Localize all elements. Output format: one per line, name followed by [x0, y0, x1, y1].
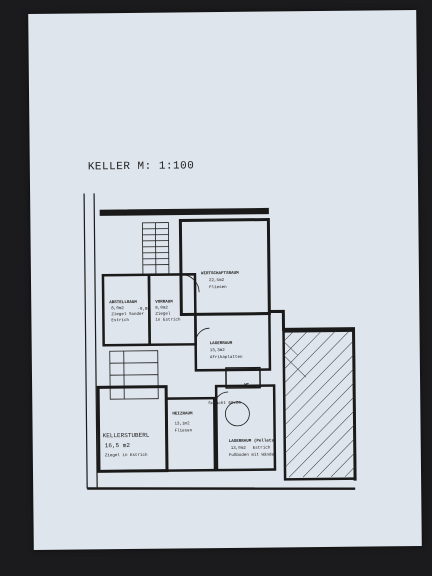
wirtschaftsraum-label: WIRTSCHAFTSRAUM [201, 272, 239, 276]
kellerstuberl-area: 16,5 m2 [105, 442, 131, 449]
door-arc [213, 391, 229, 407]
outer-wall-left-inner [93, 193, 98, 489]
kellerstuberl-floor: Ziegel in Estrich [105, 453, 148, 458]
shaft-label: Schacht 60x80 [208, 401, 241, 406]
wirtschaftsraum-area: 22,5m2 [209, 279, 225, 283]
door-arc [180, 274, 200, 293]
outer-wall-left [83, 193, 88, 489]
wc-walls [225, 366, 261, 389]
hatched-area [282, 329, 357, 481]
hatching [283, 330, 356, 478]
vorraum-floor: Ziegel [155, 312, 171, 317]
left-stair [109, 350, 159, 400]
spiral-stair [225, 401, 250, 427]
abstellraum-step: -0,80 [137, 308, 150, 312]
vorraum-label: VORRAUM [155, 301, 173, 305]
door-arc [195, 327, 210, 343]
pellets-label: LAGERRAUM (Pellets) [229, 438, 277, 443]
abstellraum-floor: Ziegel Sonder [111, 312, 144, 317]
lagerraum-walls [194, 312, 272, 372]
lagerraum-floor: Afrikaplatten [210, 355, 243, 360]
paper-sheet: KELLER M: 1:100 [28, 9, 422, 551]
pellets-note: Fußboden mit Wände [229, 452, 275, 457]
outer-wall-right [269, 309, 357, 481]
bottom-wall [87, 487, 356, 490]
pellets-floor: Estrich [253, 446, 271, 451]
heizraum-walls [164, 396, 217, 472]
pellets-walls [214, 384, 277, 472]
heizraum-area: 13,1m2 [174, 422, 190, 426]
lagerraum-label: LAGERRAUM [210, 342, 233, 346]
wc-label: WC [244, 384, 250, 388]
staircase [141, 222, 170, 276]
lagerraum-area: 13,3m2 [210, 349, 226, 353]
vorraum-walls [147, 273, 197, 347]
floor-plan: WIRTSCHAFTSRAUM 22,5m2 Fliesen ABSTELLRA… [83, 193, 357, 490]
wirtschaftsraum-walls [178, 218, 271, 316]
vorraum-note: in Estrich [155, 317, 181, 322]
abstellraum-note: Estrich [111, 318, 129, 323]
kellerstuberl-label: KELLERSTUBERL [103, 432, 150, 439]
heizraum-label: HEIZRAUM [172, 412, 193, 416]
abstellraum-area: 8,0m2 [111, 307, 124, 311]
heizraum-floor: Fliesen [175, 428, 193, 433]
pellets-area: 13,0m2 [231, 447, 247, 451]
abstellraum-label: ABSTELLRAUM [109, 301, 137, 305]
top-wall [99, 207, 269, 216]
wirtschaftsraum-floor: Fliesen [209, 285, 227, 290]
vorraum-area: 8,0m2 [155, 307, 168, 311]
